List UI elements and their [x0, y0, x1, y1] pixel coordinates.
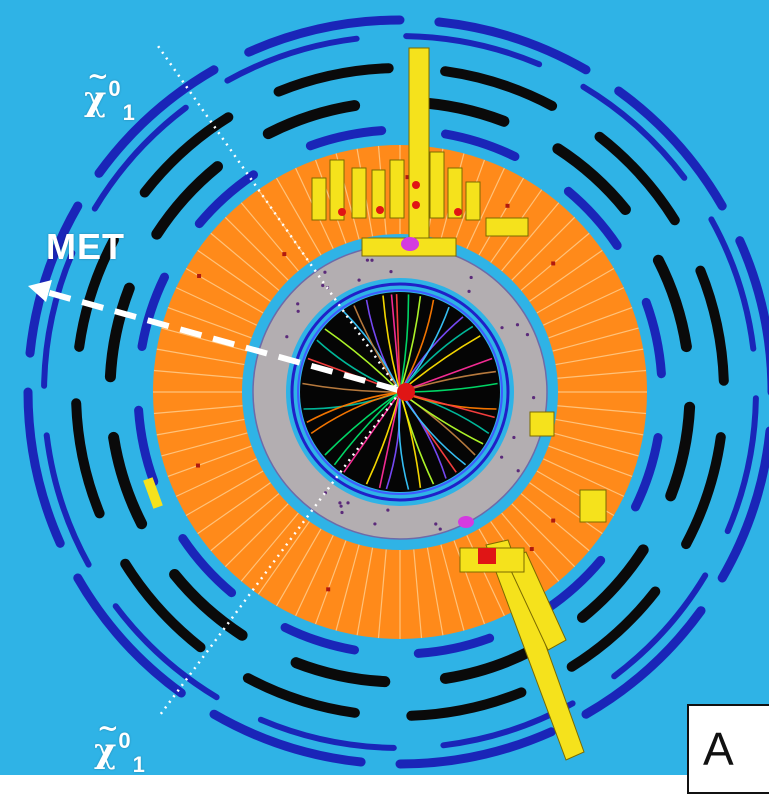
- hcal-hit: [282, 252, 286, 256]
- ecal-dot: [389, 270, 392, 273]
- tower-hit: [376, 206, 384, 214]
- ecal-dot: [339, 505, 342, 508]
- ecal-dot: [516, 323, 519, 326]
- em-cluster-bottom: [458, 516, 474, 528]
- panel-label-box: A: [687, 704, 769, 794]
- jet-tower-main: [409, 48, 429, 253]
- ecal-dot: [296, 302, 299, 305]
- energy-tower: [430, 152, 444, 218]
- energy-tower: [486, 218, 528, 236]
- ecal-dot: [434, 522, 437, 525]
- neutralino-label-bottom: ~ χ01: [94, 730, 145, 776]
- energy-tower: [312, 178, 326, 220]
- ecal-dot: [500, 326, 503, 329]
- hcal-hit: [551, 261, 555, 265]
- tower-hit: [454, 208, 462, 216]
- tilde-glyph: ~: [87, 64, 109, 90]
- hcal-hit: [326, 587, 330, 591]
- chi-superscript: 0: [108, 76, 120, 101]
- chi-subscript: 1: [133, 752, 145, 777]
- tower-hit: [338, 208, 346, 216]
- chi-superscript: 0: [118, 728, 130, 753]
- hcal-hit: [530, 547, 534, 551]
- ecal-dot: [439, 527, 442, 530]
- event-display: MET ~ χ01 ~ χ01 A: [0, 0, 769, 775]
- ecal-dot: [386, 508, 389, 511]
- hcal-hit: [196, 464, 200, 468]
- energy-tower: [580, 490, 606, 522]
- energy-tower: [352, 168, 366, 218]
- energy-tower: [530, 412, 554, 436]
- tower-hit: [412, 181, 420, 189]
- ecal-dot: [370, 259, 373, 262]
- ecal-dot: [517, 469, 520, 472]
- met-label: MET: [46, 226, 125, 268]
- primary-vertex: [397, 383, 415, 401]
- hcal-hit: [506, 204, 510, 208]
- ecal-dot: [526, 333, 529, 336]
- ecal-dot: [321, 284, 324, 287]
- ecal-dot: [285, 335, 288, 338]
- ecal-dot: [338, 501, 341, 504]
- ecal-dot: [297, 310, 300, 313]
- ecal-dot: [500, 456, 503, 459]
- energy-tower: [390, 160, 404, 218]
- tilde-glyph: ~: [97, 716, 119, 742]
- ecal-dot: [323, 271, 326, 274]
- chi-subscript: 1: [123, 100, 135, 125]
- hcal-hit: [551, 519, 555, 523]
- ecal-dot: [467, 290, 470, 293]
- tower-hit: [412, 201, 420, 209]
- neutralino-label-top: ~ χ01: [84, 78, 135, 124]
- ecal-dot: [366, 259, 369, 262]
- ecal-dot: [340, 511, 343, 514]
- ecal-dot: [532, 396, 535, 399]
- energy-tower: [466, 182, 480, 220]
- ecal-dot: [346, 501, 349, 504]
- tower-hit: [478, 548, 496, 564]
- panel-letter: A: [703, 722, 734, 776]
- hcal-hit: [197, 274, 201, 278]
- ecal-dot: [373, 522, 376, 525]
- ecal-dot: [357, 278, 360, 281]
- ecal-dot: [512, 436, 515, 439]
- ecal-dot: [470, 276, 473, 279]
- em-cluster-top: [401, 237, 419, 251]
